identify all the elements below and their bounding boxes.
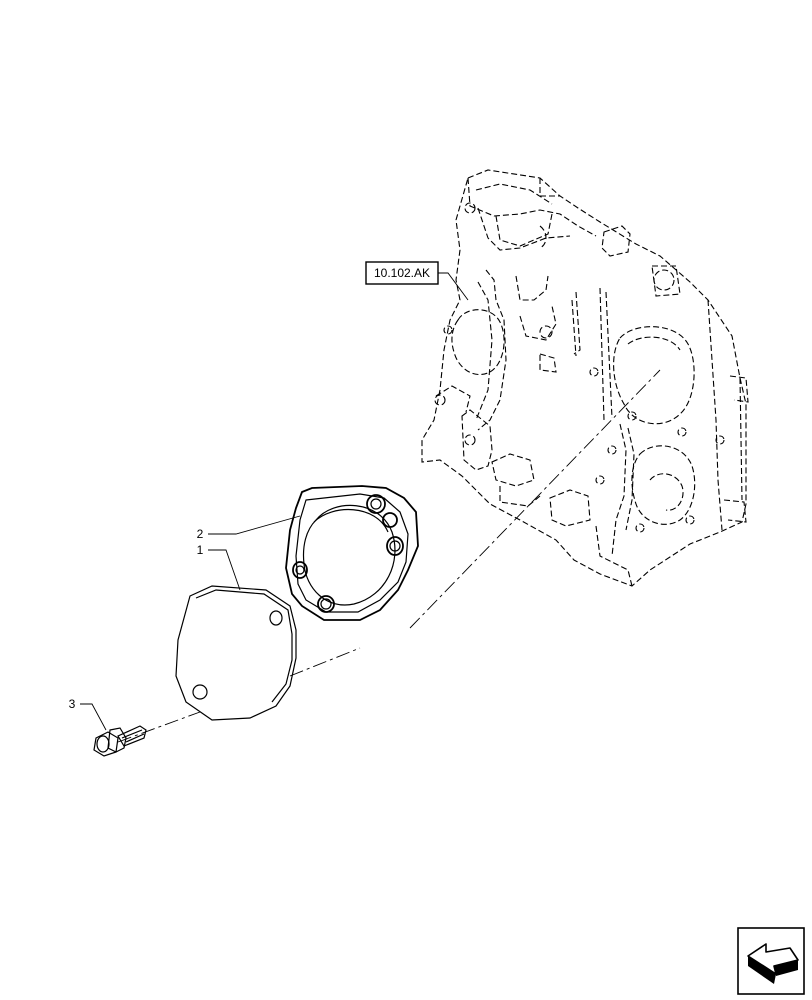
callout-1[interactable]: 1 — [197, 543, 241, 591]
cover-plate — [175, 585, 297, 721]
assembly-centerline — [117, 369, 661, 743]
callout-label-2: 2 — [197, 527, 204, 541]
callout-label-3: 3 — [69, 697, 76, 711]
callout-3[interactable]: 3 — [69, 697, 107, 731]
reference-callout[interactable]: 10.102.AK — [365, 261, 469, 301]
callout-label-1: 1 — [197, 543, 204, 557]
gasket — [285, 485, 419, 621]
arrow-icon[interactable] — [737, 927, 805, 995]
reference-label: 10.102.AK — [374, 266, 430, 280]
flange-bolt — [93, 725, 147, 757]
gear-housing — [421, 169, 749, 587]
callout-2[interactable]: 2 — [197, 515, 301, 541]
